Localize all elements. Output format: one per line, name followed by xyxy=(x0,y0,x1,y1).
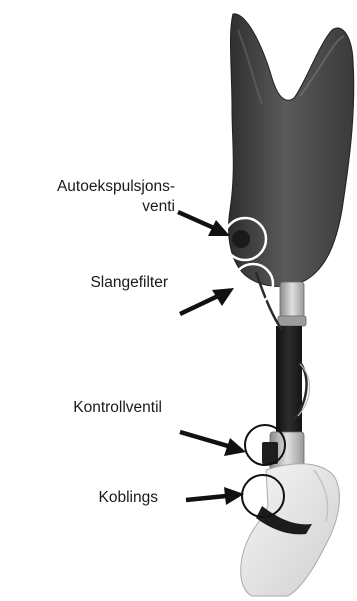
label-autoekspulsjonsventil: Autoekspulsjons- venti xyxy=(57,177,175,217)
arrow-auto xyxy=(178,212,230,236)
arrow-slangefilter xyxy=(180,288,234,314)
label-auto-line2: venti xyxy=(57,197,175,217)
label-slangefilter: Slangefilter xyxy=(90,273,168,293)
arrow-kontroll xyxy=(180,432,246,456)
arrow-koblings xyxy=(186,487,244,505)
pylon xyxy=(276,326,302,438)
label-auto-line1: Autoekspulsjons- xyxy=(57,177,175,197)
label-kontrollventil: Kontrollventil xyxy=(73,398,162,418)
label-koblings: Koblings xyxy=(99,488,158,508)
